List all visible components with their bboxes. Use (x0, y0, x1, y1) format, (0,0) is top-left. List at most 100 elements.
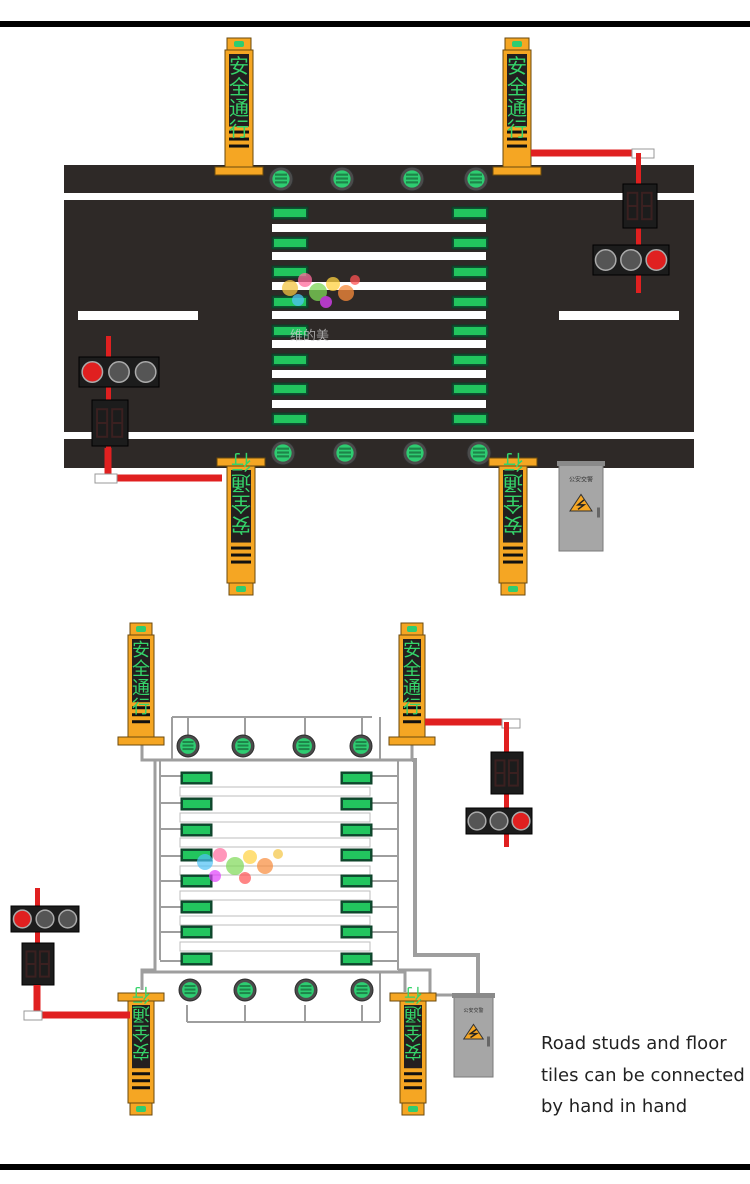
road-stud-icon (332, 440, 358, 466)
bollard-text-char: 通 (132, 678, 150, 699)
bollard-text-char: 安 (404, 1040, 422, 1061)
bollard-text-char: 通 (507, 96, 527, 120)
watermark (197, 848, 283, 884)
floor-tiles (271, 206, 489, 426)
floor-tile-icon (451, 324, 489, 338)
bollard-text-char: 通 (403, 678, 421, 699)
zebra-stripe (179, 812, 371, 823)
bollard-text-char: 安 (229, 54, 249, 78)
barrier-tip (501, 718, 521, 729)
road-studs (176, 734, 374, 1002)
barrier-tip (23, 1010, 43, 1021)
floor-tile-icon (340, 900, 373, 914)
floor-tile-icon (340, 823, 373, 837)
top-border (0, 21, 750, 27)
zebra-stripe (272, 252, 486, 260)
floor-tile-icon (180, 952, 213, 966)
bottom-wiring-scene (140, 716, 480, 1023)
traffic-light-icon (592, 244, 670, 276)
zebra-stripe (179, 786, 371, 797)
bollard-text-char: 行 (229, 117, 249, 141)
bollard-text-char: 通 (404, 1002, 422, 1023)
bollard-text-char: 行 (231, 450, 251, 474)
road-stud-icon (292, 734, 316, 758)
road-stud-icon (349, 734, 373, 758)
floor-tile-icon (451, 295, 489, 309)
cable (398, 968, 457, 997)
zebra-stripe (179, 890, 371, 901)
caption-line-2: tiles can be connected (541, 1064, 745, 1086)
road-stud-icon (350, 978, 374, 1002)
floor-tile-icon (180, 874, 213, 888)
road-stud-icon (231, 734, 255, 758)
zebra-stripe (179, 941, 371, 952)
floor-tile-icon (271, 412, 309, 426)
cable (159, 717, 173, 960)
zebra-crossing (272, 224, 486, 408)
road-stud-icon (402, 440, 428, 466)
zebra-stripe (179, 865, 371, 876)
bollard-text-char: 行 (404, 983, 422, 1004)
bollard-text-char: 通 (231, 471, 251, 495)
cable (140, 740, 414, 762)
floor-tile-icon (451, 412, 489, 426)
bollard-text-char: 安 (231, 513, 251, 537)
barrier-tip (631, 148, 655, 159)
cable (142, 970, 407, 992)
traffic-light-icon (10, 905, 80, 933)
warning-triangle-icon (569, 493, 593, 512)
zebra-crossing (179, 786, 371, 952)
zebra-stripe (179, 915, 371, 926)
floor-tiles (180, 771, 373, 966)
bollard-text-char: 安 (132, 640, 150, 661)
control-cabinet-icon: 公安交警 (452, 993, 495, 1078)
warning-triangle-icon (462, 1023, 485, 1040)
countdown-display-icon (21, 942, 55, 986)
bollard-text-char: 全 (132, 1021, 150, 1042)
road-edge-line (64, 432, 694, 439)
bollard-text-char: 全 (507, 75, 527, 99)
floor-tile-icon (340, 848, 373, 862)
caption-line-1: Road studs and floor (541, 1033, 727, 1054)
floor-tile-icon (340, 952, 373, 966)
road-studs (268, 166, 492, 466)
road-stud-icon (178, 978, 202, 1002)
top-road-scene (64, 165, 694, 468)
bollard-text-char: 行 (403, 697, 421, 718)
road-stud-icon (466, 440, 492, 466)
floor-tile-icon (271, 353, 309, 367)
bollard-text-char: 全 (404, 1021, 422, 1042)
zebra-stripe (272, 400, 486, 408)
bollard-text-char: 行 (507, 117, 527, 141)
bollard-text-char: 通 (229, 96, 249, 120)
road-stud-icon (294, 978, 318, 1002)
zebra-stripe (272, 282, 486, 290)
countdown-display-icon (490, 751, 524, 795)
bollard-text-char: 安 (132, 1040, 150, 1061)
watermark-text: 维的美 (290, 328, 329, 344)
traffic-light-icon (465, 807, 533, 835)
floor-tile-icon (451, 265, 489, 279)
zebra-stripe (272, 370, 486, 378)
floor-tile-icon (180, 823, 213, 837)
floor-tile-icon (451, 382, 489, 396)
floor-tile-icon (451, 236, 489, 250)
control-cabinet-icon: 公安交警 (557, 461, 605, 552)
cable (412, 758, 480, 1000)
floor-tile-icon (451, 206, 489, 220)
cable (140, 760, 157, 990)
zebra-stripe (179, 837, 371, 848)
barrier-arm-icon (33, 985, 130, 1019)
lane-marking (78, 311, 198, 320)
floor-tile-icon (180, 900, 213, 914)
bollard-text-char: 行 (132, 697, 150, 718)
